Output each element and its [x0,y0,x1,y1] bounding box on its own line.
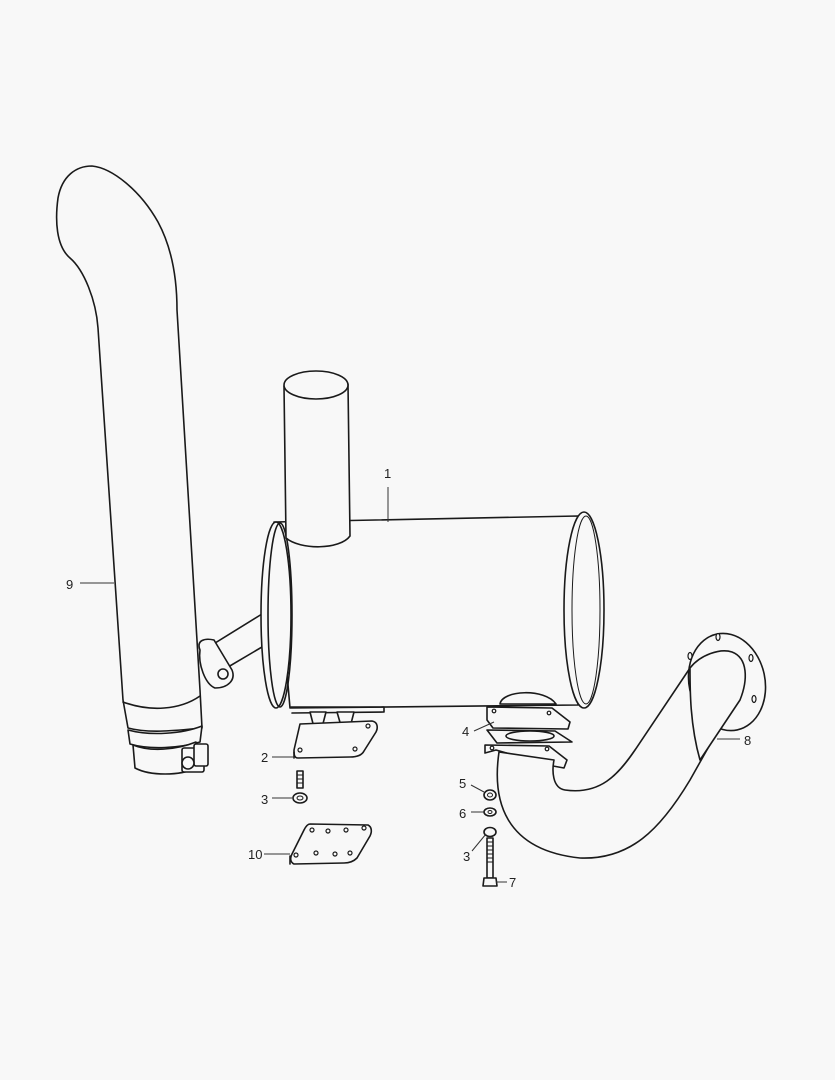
callout-3a: 3 [261,792,269,807]
bracket-part [293,711,378,759]
callout-7: 7 [509,875,517,890]
callout-8: 8 [744,733,752,748]
plate-part [289,823,373,865]
callout-10: 10 [248,847,263,862]
muffler-part [260,370,605,714]
callout-1: 1 [384,466,392,481]
elbow-pipe-part [496,632,767,859]
connector-tube [198,613,263,689]
tail-pipe-part [55,165,209,775]
callout-4: 4 [462,724,470,739]
plate-holes [293,825,367,858]
callout-5: 5 [459,776,467,791]
fastener-stack [482,789,498,887]
stud-and-washer [292,770,308,804]
leader-lines [80,487,740,883]
callout-9: 9 [66,577,74,592]
callout-2: 2 [261,750,269,765]
callout-3b: 3 [463,849,471,864]
callout-6: 6 [459,806,467,821]
